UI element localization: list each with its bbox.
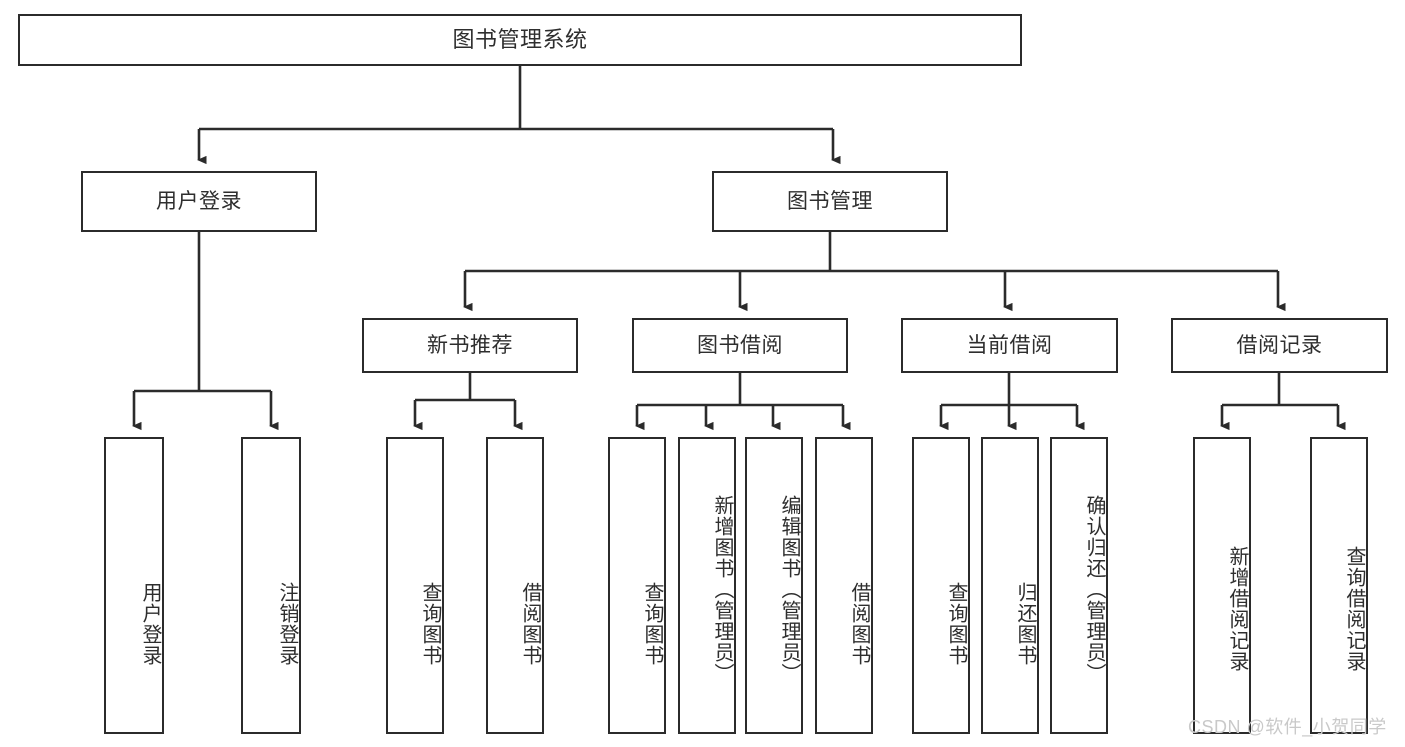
node-label: 用户登录 (139, 581, 161, 666)
node-label: 新增图书（管理员） (711, 495, 733, 684)
leaf-new-book-borrow-book[interactable]: 借阅图书 (486, 437, 544, 734)
leaf-borrow-records-query-record[interactable]: 查询借阅记录 (1310, 437, 1368, 734)
leaf-book-borrow-borrow-book[interactable]: 借阅图书 (815, 437, 873, 734)
leaf-current-borrow-query-book[interactable]: 查询图书 (912, 437, 970, 734)
node-borrow-records[interactable]: 借阅记录 (1171, 318, 1388, 373)
leaf-new-book-query-book[interactable]: 查询图书 (386, 437, 444, 734)
leaf-book-borrow-query-book[interactable]: 查询图书 (608, 437, 666, 734)
node-root-system[interactable]: 图书管理系统 (18, 14, 1022, 66)
node-label: 查询图书 (641, 581, 663, 666)
node-new-book-recommend[interactable]: 新书推荐 (362, 318, 578, 373)
node-label: 归还图书 (1014, 581, 1036, 666)
node-user-login[interactable]: 用户登录 (81, 171, 317, 232)
node-label: 确认归还（管理员） (1083, 495, 1105, 684)
node-label: 图书借阅 (697, 334, 783, 357)
node-label: 查询借阅记录 (1343, 545, 1365, 672)
node-label: 借阅图书 (848, 581, 870, 666)
node-label: 图书管理 (787, 190, 873, 213)
node-label: 借阅图书 (519, 581, 541, 666)
node-label: 用户登录 (156, 190, 242, 213)
node-label: 查询图书 (945, 581, 967, 666)
watermark-credit: CSDN @软件_小贺同学 (1188, 717, 1387, 737)
leaf-user-login-logout[interactable]: 注销登录 (241, 437, 301, 734)
node-label: 注销登录 (276, 581, 298, 666)
node-label: 新书推荐 (427, 334, 513, 357)
node-label: 借阅记录 (1236, 334, 1323, 357)
node-label: 当前借阅 (966, 334, 1053, 357)
node-label: 编辑图书（管理员） (778, 495, 800, 684)
node-label: 新增借阅记录 (1226, 545, 1248, 672)
leaf-current-borrow-confirm-return[interactable]: 确认归还（管理员） (1050, 437, 1108, 734)
leaf-current-borrow-return-book[interactable]: 归还图书 (981, 437, 1039, 734)
node-label: 查询图书 (419, 581, 441, 666)
node-book-borrow[interactable]: 图书借阅 (632, 318, 848, 373)
leaf-user-login-login[interactable]: 用户登录 (104, 437, 164, 734)
leaf-book-borrow-edit-book[interactable]: 编辑图书（管理员） (745, 437, 803, 734)
node-current-borrow[interactable]: 当前借阅 (901, 318, 1118, 373)
leaf-book-borrow-add-book[interactable]: 新增图书（管理员） (678, 437, 736, 734)
node-book-management[interactable]: 图书管理 (712, 171, 948, 232)
leaf-borrow-records-add-record[interactable]: 新增借阅记录 (1193, 437, 1251, 734)
node-label: 图书管理系统 (452, 27, 588, 52)
